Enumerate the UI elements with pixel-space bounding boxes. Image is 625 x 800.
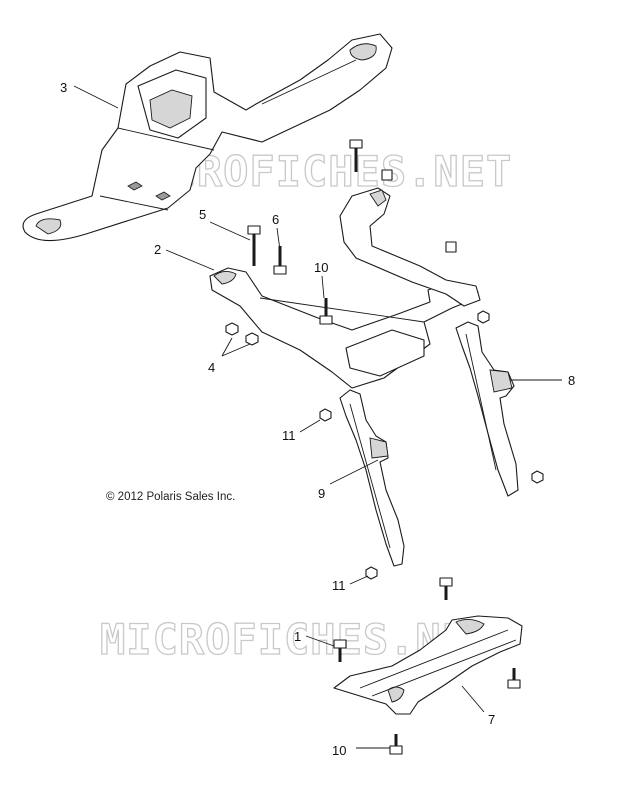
callout-7: 7: [488, 712, 495, 727]
hardware: [225, 139, 544, 755]
callout-6: 6: [272, 212, 279, 227]
upper-bolt[interactable]: [349, 139, 457, 253]
part-10-bolt-lower[interactable]: [389, 734, 403, 755]
part-7-lower-crossmember[interactable]: [333, 615, 523, 715]
callout-11-upper: 11: [282, 428, 296, 443]
part-8-right-bracket[interactable]: [455, 321, 519, 497]
callout-3: 3: [60, 80, 67, 95]
part-2-middle-frame[interactable]: [209, 187, 481, 389]
callout-11-lower: 11: [332, 578, 346, 593]
part-11-nut-upper[interactable]: [319, 408, 332, 422]
nut-right-upper[interactable]: [477, 310, 490, 324]
callout-9: 9: [318, 486, 325, 501]
callout-5: 5: [199, 207, 206, 222]
part-6-bolt[interactable]: [273, 246, 287, 275]
part-3-upper-frame[interactable]: [22, 33, 393, 242]
bolt-near-7-top[interactable]: [439, 577, 453, 600]
callout-1: 1: [294, 629, 301, 644]
part-4-nuts[interactable]: [225, 322, 259, 346]
leader-lines: [73, 85, 562, 749]
part-11-nut-lower[interactable]: [365, 566, 378, 580]
copyright-text: © 2012 Polaris Sales Inc.: [106, 491, 235, 503]
callout-10-upper: 10: [314, 260, 328, 275]
callout-4: 4: [208, 360, 215, 375]
part-9-left-bracket[interactable]: [339, 389, 405, 567]
callout-10-lower: 10: [332, 743, 346, 758]
part-5-bolt[interactable]: [247, 225, 261, 266]
nut-right-lower[interactable]: [531, 470, 544, 484]
callout-8: 8: [568, 373, 575, 388]
part-1-bolt[interactable]: [333, 639, 347, 662]
bolt-near-7-right[interactable]: [507, 668, 521, 689]
callout-2: 2: [154, 242, 161, 257]
part-10-bolt-upper[interactable]: [319, 298, 333, 325]
